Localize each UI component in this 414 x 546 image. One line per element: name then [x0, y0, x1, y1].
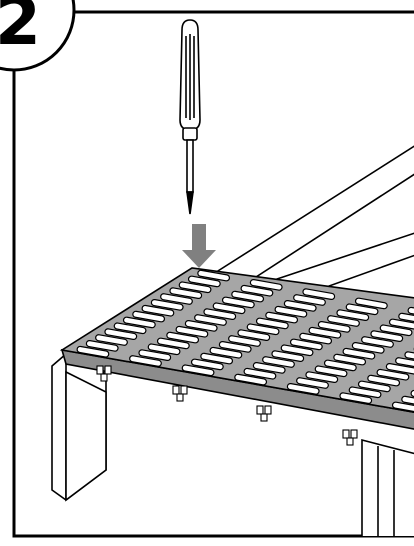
- grate-slot: [407, 306, 414, 319]
- grate-slot: [395, 357, 414, 369]
- grate-slot: [262, 356, 295, 368]
- grate-slot: [194, 314, 227, 326]
- grate-slot: [122, 316, 156, 329]
- grate-slot: [265, 311, 299, 324]
- grate-slot: [280, 344, 314, 357]
- grate-slot: [240, 284, 274, 297]
- grate-slot: [169, 287, 203, 300]
- support-block-left: [51, 353, 107, 502]
- grate-slot: [376, 368, 410, 381]
- grate-slot: [339, 392, 373, 405]
- grate-slot: [197, 269, 231, 282]
- grate-slot: [336, 309, 370, 322]
- screwdriver-icon: [179, 19, 201, 215]
- grate-slot: [308, 326, 342, 339]
- grate-slot: [302, 288, 336, 301]
- grate-slot: [76, 345, 110, 358]
- grate-slot: [212, 302, 246, 315]
- grate-slot: [160, 293, 193, 305]
- grate-slot: [200, 352, 234, 365]
- grate-clip-icon: [96, 365, 112, 382]
- grate-slot: [283, 299, 317, 312]
- grate-slot: [348, 386, 382, 399]
- support-block-right: [361, 438, 414, 536]
- grate-slot: [370, 330, 404, 343]
- grate-slot: [181, 364, 215, 377]
- grate-slot: [147, 343, 181, 356]
- grate-slot: [184, 319, 218, 332]
- grate-slot: [296, 377, 329, 389]
- grate-slot: [333, 353, 367, 366]
- grate-slot: [398, 312, 414, 325]
- grate-slot: [299, 332, 333, 345]
- grate-clip-icon: [342, 429, 358, 446]
- grate-slot: [305, 371, 339, 384]
- grate-slot: [385, 362, 414, 375]
- grate-slot: [286, 382, 320, 395]
- grate-clip-icon: [256, 405, 272, 422]
- grate-slot: [246, 323, 280, 336]
- grate-slot: [314, 365, 348, 378]
- grate-clip-icon: [172, 385, 188, 402]
- grate-slot: [367, 374, 401, 387]
- grate-slot: [388, 318, 414, 331]
- grate-slot: [243, 367, 277, 380]
- grate-slot: [249, 278, 283, 291]
- grate-clips: [96, 365, 358, 446]
- grate-slot: [410, 389, 414, 402]
- grate-slot: [129, 355, 162, 367]
- grate-slot: [327, 315, 360, 327]
- grate-slot: [104, 328, 138, 341]
- grate-slot: [190, 358, 224, 371]
- grate-slot: [85, 339, 119, 352]
- grate-slot: [255, 317, 289, 330]
- grate-slot: [141, 304, 175, 317]
- grate-slot: [221, 296, 255, 309]
- grate-slot: [271, 350, 305, 363]
- grate-slot: [293, 294, 326, 306]
- grate-slot: [354, 297, 388, 310]
- grate-slot: [401, 395, 414, 408]
- down-arrow-icon: [182, 224, 216, 268]
- step-number: 2: [0, 0, 41, 60]
- grate-slot: [175, 325, 209, 338]
- grate-slot: [237, 329, 271, 342]
- grate-slot: [150, 298, 184, 311]
- grate-slot: [113, 322, 147, 335]
- grate-slot: [391, 401, 414, 414]
- grate-slot: [317, 320, 351, 333]
- grate-slot: [156, 337, 190, 350]
- grate-slot: [95, 334, 128, 346]
- grate-slot: [274, 305, 308, 318]
- grate-slot: [289, 338, 323, 351]
- grate-slot: [345, 303, 379, 316]
- grate-slot: [357, 380, 391, 393]
- grate-slot: [231, 290, 265, 303]
- grate-slot: [234, 373, 268, 386]
- grate-slot: [351, 341, 385, 354]
- grate-slot: [203, 308, 237, 321]
- grate-slot: [404, 351, 414, 364]
- grate-slot: [323, 359, 357, 372]
- grate-slot: [209, 346, 243, 359]
- grate-slot: [342, 347, 376, 360]
- grate-slot: [228, 335, 261, 347]
- grate-slot: [187, 275, 221, 288]
- grate-slot: [218, 340, 252, 353]
- grate-slot: [361, 336, 394, 348]
- grate-slot: [178, 281, 212, 294]
- grate-slot: [379, 324, 413, 337]
- grate-slot: [132, 310, 166, 323]
- grate-slot: [138, 349, 172, 362]
- grate-slots: [76, 269, 414, 414]
- grate-slot: [252, 361, 286, 374]
- grate-slot: [166, 331, 200, 344]
- step-badge: 2: [0, 0, 76, 72]
- frame-border: [12, 70, 414, 538]
